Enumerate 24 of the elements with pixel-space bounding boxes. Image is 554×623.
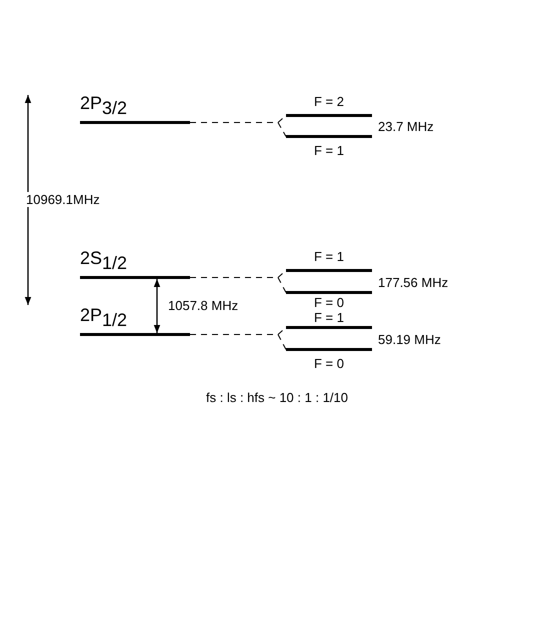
connector-line — [190, 277, 286, 293]
edge-label: 1057.8 MHz — [168, 298, 238, 313]
energy-level — [80, 93, 190, 124]
energy-level — [286, 310, 372, 329]
splitting-label: 23.7 MHz — [378, 119, 434, 134]
energy-level — [286, 348, 372, 371]
connector-line — [190, 122, 286, 137]
level-label: F = 1 — [313, 143, 345, 158]
energy-level — [80, 248, 190, 279]
double-arrow — [154, 279, 160, 333]
energy-level — [286, 249, 372, 272]
splitting-label: 177.56 MHz — [378, 275, 448, 290]
note-text: fs : ls : hfs ~ 10 : 1 : 1/10 — [205, 390, 349, 405]
level-label: F = 1 — [313, 249, 345, 264]
energy-level — [286, 135, 372, 158]
energy-level — [286, 291, 372, 310]
energy-level — [286, 94, 372, 117]
level-label: F = 1 — [313, 310, 345, 325]
level-label: F = 2 — [313, 94, 345, 109]
level-label: F = 0 — [313, 356, 345, 371]
dimension-label: 10969.1MHz — [26, 192, 100, 207]
connector-line — [190, 334, 286, 350]
level-label: F = 0 — [313, 295, 345, 310]
splitting-label: 59.19 MHz — [378, 332, 441, 347]
